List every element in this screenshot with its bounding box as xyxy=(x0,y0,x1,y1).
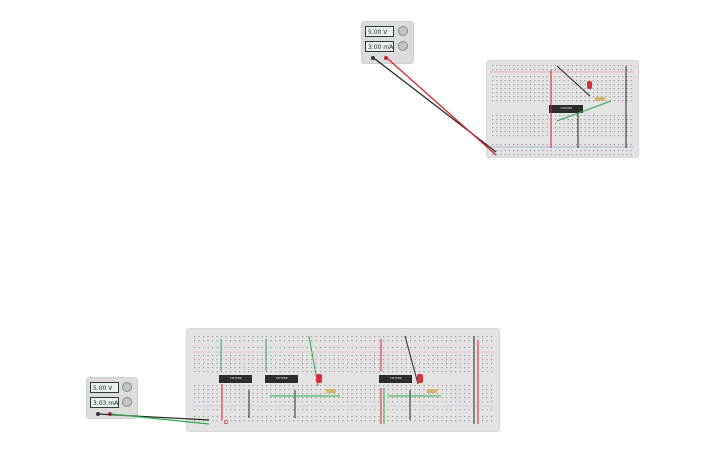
voltage-display: 5.00 V xyxy=(90,382,119,393)
voltage-knob[interactable] xyxy=(122,382,132,392)
current-display: 3.00 mA xyxy=(365,41,394,52)
voltage-display: 5.00 V xyxy=(365,26,394,37)
power-supply-bottom[interactable]: 5.00 V 3.03 mA xyxy=(87,378,137,418)
ic-chip-3[interactable]: 74HC86 xyxy=(379,375,412,383)
current-display: 3.03 mA xyxy=(90,397,119,408)
breadboard-bottom[interactable]: 74HC86 74HC86 74HC86 xyxy=(187,329,499,431)
power-supply-top[interactable]: 5.00 V 3.00 mA xyxy=(362,22,413,63)
positive-terminal[interactable] xyxy=(384,56,388,60)
negative-terminal[interactable] xyxy=(371,56,375,60)
negative-terminal[interactable] xyxy=(96,412,100,416)
breadboard-top[interactable]: 74HC86 xyxy=(487,61,638,157)
ic-chip[interactable]: 74HC86 xyxy=(549,105,583,113)
current-knob[interactable] xyxy=(122,397,132,407)
voltage-knob[interactable] xyxy=(398,26,408,36)
current-knob[interactable] xyxy=(398,41,408,51)
wire-red[interactable] xyxy=(387,58,497,156)
wire-black[interactable] xyxy=(374,58,497,153)
ic-chip-2[interactable]: 74HC86 xyxy=(265,375,298,383)
ic-chip-1[interactable]: 74HC86 xyxy=(219,375,252,383)
positive-terminal[interactable] xyxy=(108,412,112,416)
